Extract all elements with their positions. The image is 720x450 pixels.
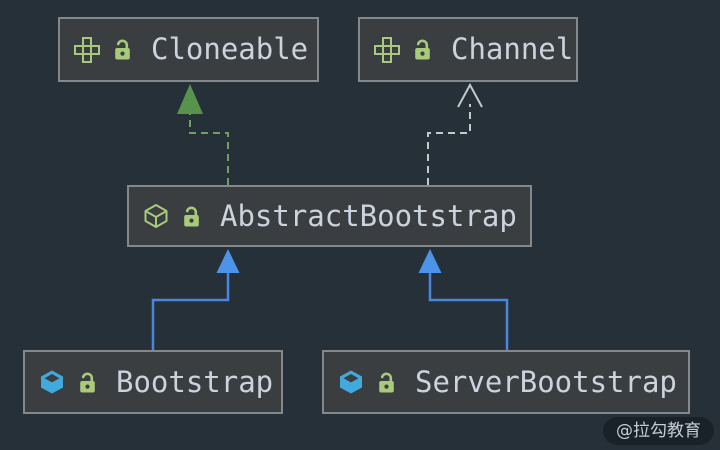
lock-icon <box>77 370 98 395</box>
interface-icon <box>74 36 100 63</box>
watermark-badge: @拉勾教育 <box>603 416 714 445</box>
filled-triangle-arrowhead <box>216 249 240 273</box>
class-icon <box>39 369 65 395</box>
class-node-abstract-bootstrap[interactable]: AbstractBootstrap <box>127 185 532 247</box>
abstract-class-icon <box>143 203 169 229</box>
class-name-label: Channel <box>451 32 574 66</box>
edge-bootstrap-extends-abstractbootstrap <box>151 249 240 350</box>
watermark-text: @拉勾教育 <box>616 420 701 441</box>
edge-abstractbootstrap-implements-channel <box>427 82 483 185</box>
class-node-cloneable[interactable]: Cloneable <box>58 17 319 82</box>
filled-triangle-arrowhead <box>177 84 203 114</box>
class-node-bootstrap[interactable]: Bootstrap <box>23 350 283 414</box>
filled-triangle-arrowhead <box>418 249 442 273</box>
class-node-server-bootstrap[interactable]: ServerBootstrap <box>322 350 690 414</box>
edge-abstractbootstrap-implements-cloneable <box>177 84 229 185</box>
lock-icon <box>112 37 133 62</box>
class-name-label: Cloneable <box>151 32 309 66</box>
class-node-channel[interactable]: Channel <box>358 17 578 82</box>
class-icon <box>338 369 364 395</box>
class-name-label: AbstractBootstrap <box>220 198 517 233</box>
class-name-label: Bootstrap <box>116 364 274 399</box>
open-triangle-arrowhead <box>457 82 483 108</box>
lock-icon <box>181 204 202 229</box>
edge-serverbootstrap-extends-abstractbootstrap <box>418 249 509 350</box>
lock-icon <box>412 37 433 62</box>
lock-icon <box>376 370 397 395</box>
class-name-label: ServerBootstrap <box>415 364 677 399</box>
interface-icon <box>374 36 400 63</box>
